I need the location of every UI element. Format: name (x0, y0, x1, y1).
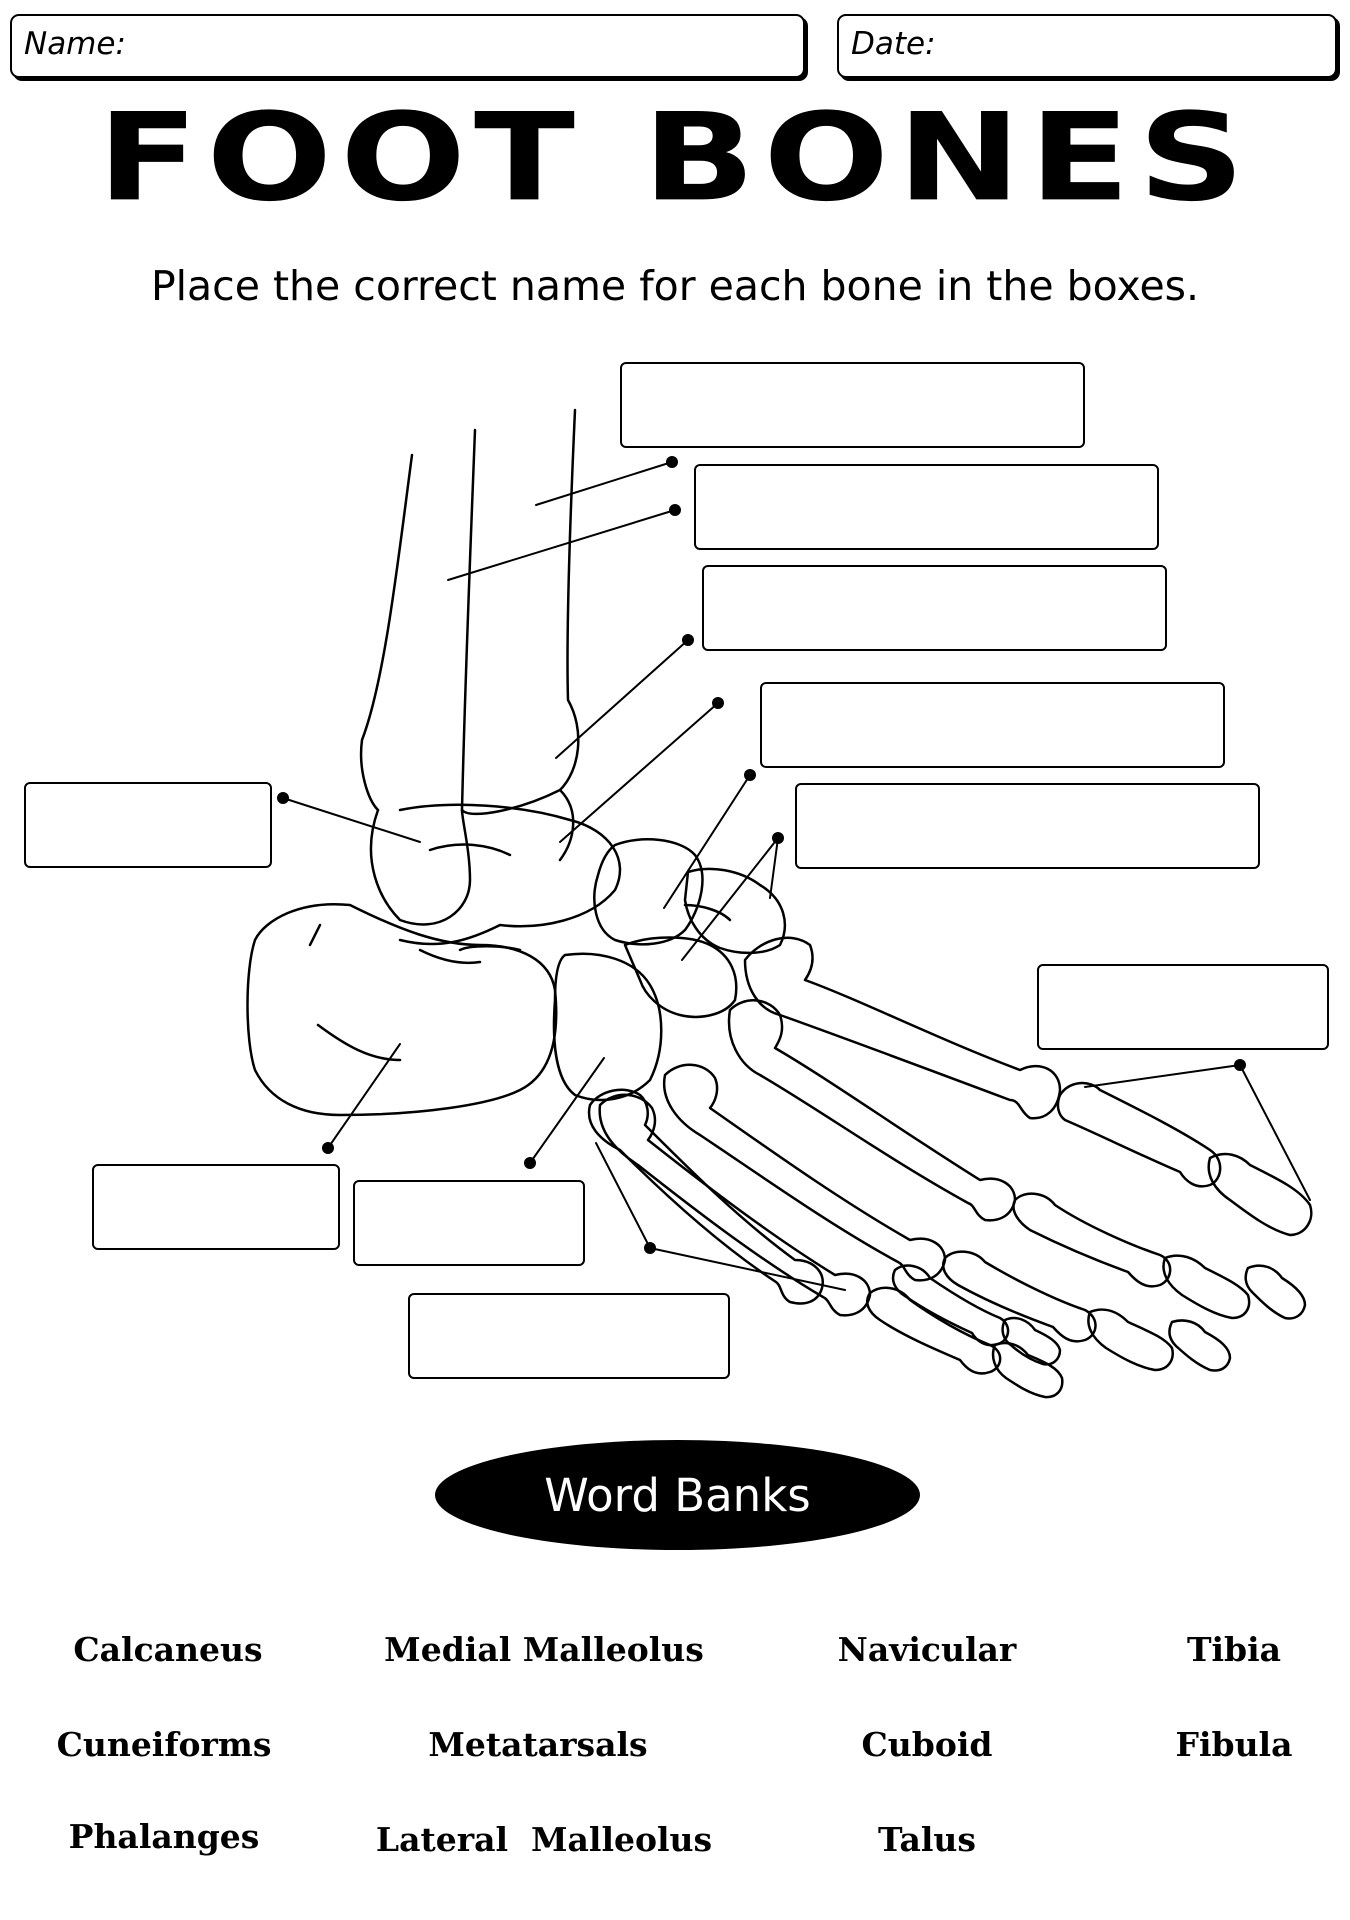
medial-malleolus-bone (558, 788, 575, 862)
metatarsal-3 (662, 1063, 947, 1282)
phalanx-3a (941, 1250, 1097, 1343)
navicular-bone (593, 838, 704, 946)
date-label: Date: (851, 26, 936, 62)
word-tibia: Tibia (1186, 1630, 1282, 1669)
tibia-bone (558, 408, 580, 792)
cuneiform-3 (623, 936, 738, 1019)
page-title: FOOT BONES (97, 87, 1253, 229)
answer-box-9[interactable] (353, 1180, 585, 1266)
metatarsal-5 (587, 1088, 824, 1305)
name-field[interactable]: Name: (10, 14, 805, 78)
phalanx-3c (1168, 1319, 1232, 1372)
word-cuboid: Cuboid (861, 1725, 993, 1764)
fibula-bone (359, 453, 414, 812)
leader-dots (277, 456, 1246, 1254)
instruction-text: Place the correct name for each bone in … (150, 262, 1200, 310)
word-bank-heading: Word Banks (435, 1440, 920, 1550)
word-phalanges: Phalanges (68, 1817, 260, 1856)
word-calcaneus: Calcaneus (73, 1630, 263, 1669)
phalanx-5a (891, 1264, 1010, 1347)
word-lateral-malleolus: Lateral Malleolus (375, 1820, 713, 1859)
cuneiform-1 (683, 867, 787, 955)
tibia-bone-inner (460, 788, 562, 816)
phalanx-2a (1012, 1192, 1172, 1288)
name-label: Name: (24, 26, 126, 62)
phalanx-4b (991, 1341, 1064, 1399)
calcaneus-bone (246, 902, 558, 1117)
phalanx-1b (1207, 1152, 1313, 1237)
word-talus: Talus (878, 1820, 976, 1859)
leader-lines (282, 461, 1311, 1291)
cuboid-bone (552, 952, 663, 1102)
answer-box-10[interactable] (408, 1293, 730, 1379)
answer-box-3[interactable] (702, 565, 1167, 651)
date-field[interactable]: Date: (837, 14, 1337, 78)
cuneiform-2 (683, 903, 732, 922)
word-cuneiforms: Cuneiforms (56, 1725, 272, 1764)
answer-box-7[interactable] (1037, 964, 1329, 1050)
word-fibula: Fibula (1175, 1725, 1293, 1764)
metatarsal-4 (598, 1093, 872, 1317)
answer-box-2[interactable] (694, 464, 1159, 550)
phalanx-1a (1056, 1081, 1222, 1188)
phalanx-3b (1087, 1308, 1174, 1372)
phalanx-2b (1162, 1254, 1251, 1320)
fibula-bone-inner (460, 428, 477, 812)
phalanx-4a (866, 1286, 1002, 1375)
metatarsal-1 (743, 936, 1062, 1120)
answer-box-8[interactable] (92, 1164, 340, 1250)
lateral-malleolus-bone (369, 808, 472, 926)
word-bank-heading-text: Word Banks (544, 1468, 811, 1522)
word-navicular: Navicular (837, 1630, 1017, 1669)
metatarsal-2 (727, 999, 1017, 1222)
answer-box-6[interactable] (24, 782, 272, 868)
word-metatarsals: Metatarsals (428, 1725, 648, 1764)
talus-bone (398, 803, 622, 946)
answer-box-5[interactable] (795, 783, 1260, 869)
phalanx-5b (1001, 1316, 1062, 1366)
answer-box-1[interactable] (620, 362, 1085, 448)
phalanx-2c (1244, 1264, 1307, 1320)
answer-box-4[interactable] (760, 682, 1225, 768)
word-medial-malleolus: Medial Malleolus (384, 1630, 704, 1669)
